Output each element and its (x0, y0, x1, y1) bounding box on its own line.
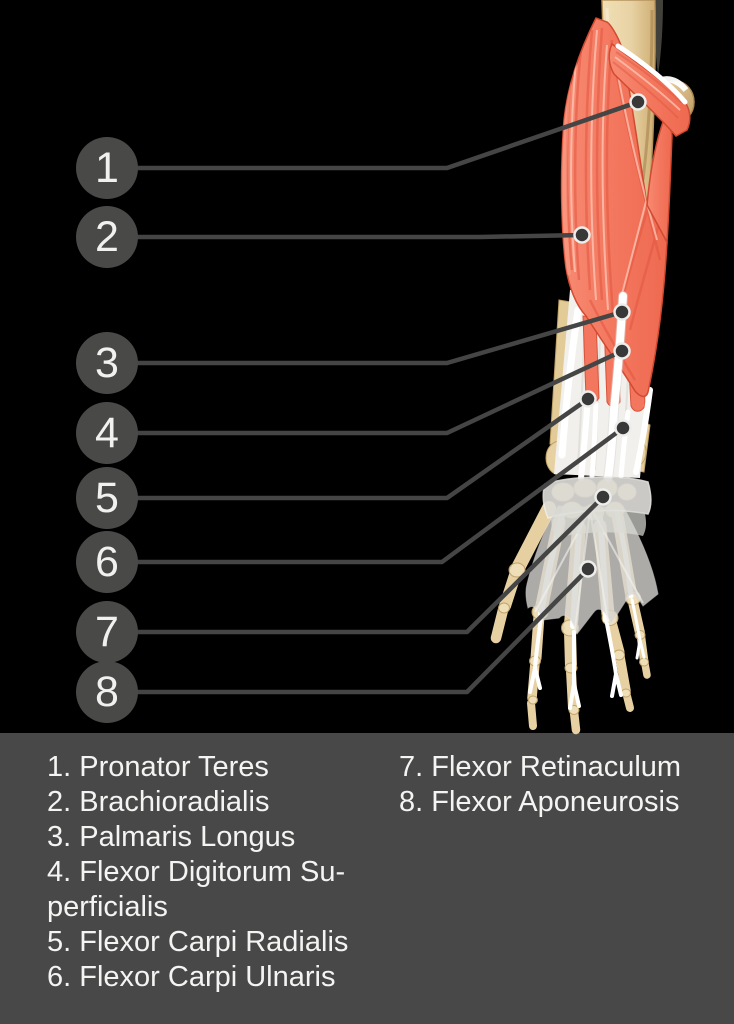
humerus-bone (601, 0, 663, 217)
leader-line-2 (135, 232, 585, 240)
leader-line-8 (135, 566, 591, 695)
marker-dot-3 (613, 303, 631, 321)
legend-line: 1. Pronator Teres (47, 751, 269, 783)
marker-number: 6 (95, 537, 119, 586)
marker-circle-6[interactable]: 6 (76, 531, 138, 593)
forearm-bones (545, 299, 651, 476)
marker-dot-1 (629, 93, 647, 111)
leader-line-1 (135, 99, 641, 171)
palmaris-longus-tendon (603, 291, 628, 483)
marker-dot-5 (579, 390, 597, 408)
marker-circle-5[interactable]: 5 (76, 467, 138, 529)
flexor-carpi-ulnaris-tendon (633, 387, 653, 475)
marker-dot-8 (579, 560, 597, 578)
marker-circle-2[interactable]: 2 (76, 206, 138, 268)
legend-left-column: 1. Pronator Teres 2. Brachioradialis 3. … (47, 750, 348, 995)
marker-number: 8 (95, 667, 119, 716)
marker-dots (573, 93, 647, 578)
legend-line: 3. Palmaris Longus (47, 821, 296, 853)
marker-number: 5 (95, 473, 119, 522)
leader-line-7 (135, 494, 606, 635)
marker-dot-2 (573, 226, 591, 244)
legend-panel: 1. Pronator Teres 2. Brachioradialis 3. … (0, 733, 734, 1024)
flexor-carpi-radialis-tendon (578, 393, 591, 481)
marker-circle-8[interactable]: 8 (76, 661, 138, 723)
marker-number: 4 (95, 408, 119, 457)
leader-line-6 (135, 425, 626, 565)
pronator-teres-muscle (608, 42, 691, 137)
marker-circle-7[interactable]: 7 (76, 601, 138, 663)
leader-line-4 (135, 348, 625, 436)
legend-line: 6. Flexor Carpi Ulnaris (47, 961, 336, 993)
marker-number: 2 (95, 212, 119, 261)
marker-dot-6 (614, 419, 632, 437)
flexor-carpi-ulnaris-muscle (646, 121, 673, 245)
palmar-aponeurosis (525, 505, 659, 636)
wrist-tendons (558, 139, 672, 481)
marker-circle-4[interactable]: 4 (76, 402, 138, 464)
legend-line: 4. Flexor Digitorum Su- (47, 856, 346, 888)
marker-number: 3 (95, 338, 119, 387)
legend-line: 7. Flexor Retinaculum (399, 751, 682, 783)
palm-tendons (528, 509, 646, 710)
legend-line: 2. Brachioradialis (47, 786, 270, 818)
marker-dot-4 (613, 342, 631, 360)
hand-skeleton (490, 501, 651, 735)
forearm-tendon-sheet (554, 290, 657, 478)
flexor-retinaculum (542, 476, 652, 538)
marker-number: 1 (95, 143, 119, 192)
legend-line: 8. Flexor Aponeurosis (399, 786, 680, 818)
leader-line-3 (135, 309, 625, 366)
marker-dot-7 (594, 488, 612, 506)
medial-epicondyle-bone (653, 76, 695, 125)
carpal-bones (551, 478, 637, 521)
forearm-flexor-muscles (560, 17, 673, 398)
marker-number: 7 (95, 607, 119, 656)
leader-lines (135, 99, 641, 695)
marker-circle-1[interactable]: 1 (76, 137, 138, 199)
legend-line: 5. Flexor Carpi Radialis (47, 926, 349, 958)
fds-muscle-strips (582, 313, 646, 412)
leader-line-5 (135, 396, 591, 501)
marker-circle-3[interactable]: 3 (76, 332, 138, 394)
legend-line: perficialis (47, 891, 168, 923)
legend-right-column: 7. Flexor Retinaculum 8. Flexor Aponeuro… (399, 750, 681, 820)
